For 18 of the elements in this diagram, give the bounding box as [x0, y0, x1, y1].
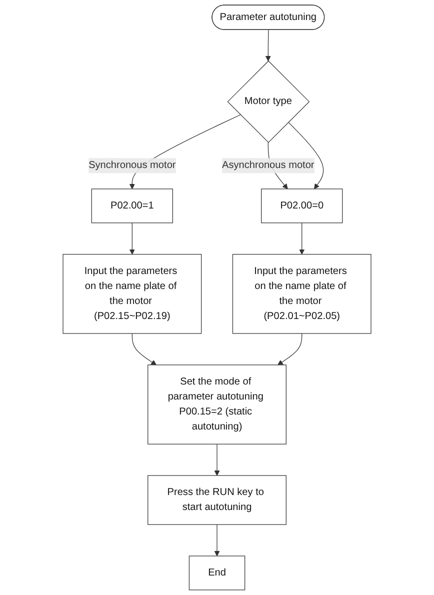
edge-label: Synchronous motor: [88, 160, 176, 171]
arrow: [214, 444, 220, 476]
node-box: Input the parameters on the name plate of the motor (P02.15~P02.19): [62, 254, 202, 334]
arrow: [278, 333, 302, 366]
arrow: [214, 524, 220, 556]
arrow: [129, 222, 135, 255]
arrow: [265, 30, 271, 62]
node-diamond: Motor type: [227, 60, 310, 143]
node-box: Input the parameters on the name plate of the motor (P02.01~P02.05): [232, 254, 372, 334]
edge-label: Asynchronous motor: [222, 160, 314, 171]
arrow: [299, 222, 305, 255]
node-box: Press the RUN key to start autotuning: [148, 475, 286, 525]
node-box: Set the mode of parameter autotuning P00.15=2 (static autotuning): [148, 364, 286, 444]
node-box: End: [188, 556, 246, 590]
arrow: [132, 333, 156, 366]
node-box: P02.00=1: [91, 188, 173, 224]
node-box: P02.00=0: [261, 188, 343, 224]
arrow: [288, 122, 324, 190]
